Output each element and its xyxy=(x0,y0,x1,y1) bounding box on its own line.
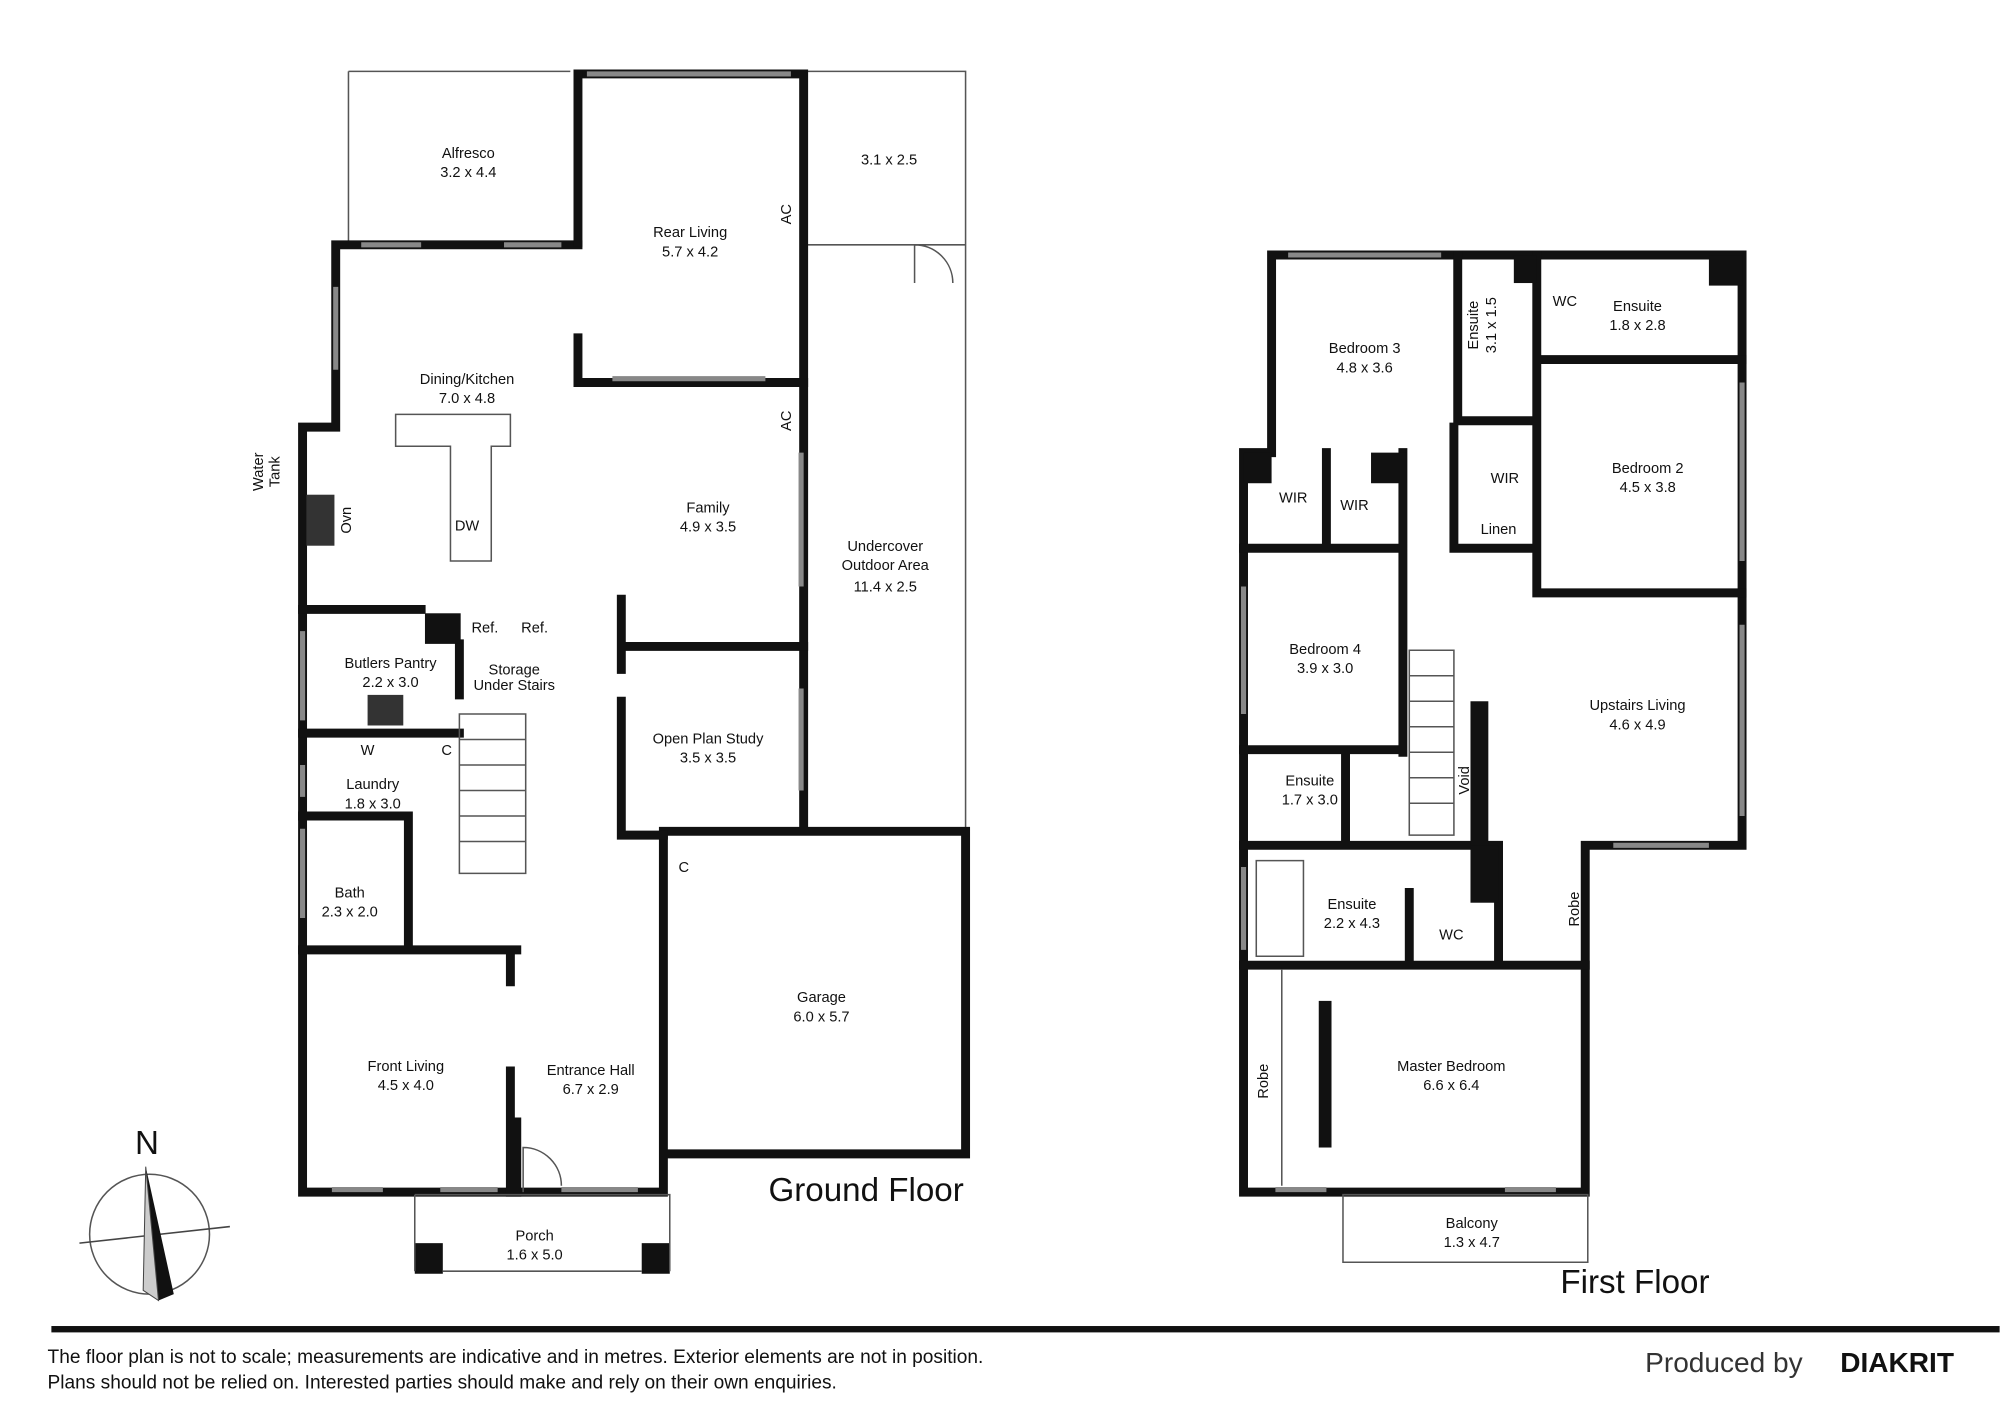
room-wc-name: WC xyxy=(1553,294,1578,310)
room-upstairs-living-name: Upstairs Living xyxy=(1589,698,1685,714)
ground-floor-title: Ground Floor xyxy=(768,1172,963,1209)
room-rear-living-dim: 5.7 x 4.2 xyxy=(662,244,718,260)
room-garage-dim: 6.0 x 5.7 xyxy=(793,1009,849,1025)
room-porch-name: Porch xyxy=(515,1229,553,1245)
room-entrance-hall-name: Entrance Hall xyxy=(547,1063,635,1079)
room-wir-name: WIR xyxy=(1340,498,1369,514)
room-ensuite-dim: 1.8 x 2.8 xyxy=(1609,318,1665,334)
room-dining-kitchen-name: Dining/Kitchen xyxy=(420,372,515,388)
first-floor-walls xyxy=(1239,250,1747,1264)
room-bedroom-2-name: Bedroom 2 xyxy=(1612,461,1684,477)
fixture-water-tank: Tank xyxy=(268,456,284,488)
room-laundry-name: Laundry xyxy=(346,777,400,793)
footer-rule xyxy=(51,1326,2000,1333)
fixture-ac: AC xyxy=(779,204,795,225)
fixture-ref: Ref. xyxy=(521,620,548,636)
room-ensuite-dim: 1.7 x 3.0 xyxy=(1282,793,1338,809)
room-bedroom-4-name: Bedroom 4 xyxy=(1289,642,1361,658)
room-balcony-name: Balcony xyxy=(1446,1216,1499,1232)
room-wc-name: WC xyxy=(1439,928,1464,944)
ground-floor-walls xyxy=(298,69,971,1274)
room-robe-name: Robe xyxy=(1567,892,1583,927)
north-compass: N xyxy=(79,1125,230,1302)
fixture-ovn: Ovn xyxy=(339,507,355,534)
fixture-c: C xyxy=(441,743,452,759)
room-open-plan-study-dim: 3.5 x 3.5 xyxy=(680,750,736,766)
brand-logo: DIAKRIT xyxy=(1840,1347,1954,1378)
room-alfresco-dim: 3.2 x 4.4 xyxy=(440,165,496,181)
room-master-bedroom-name: Master Bedroom xyxy=(1397,1059,1505,1075)
room-3-1-x-2-5-dim: 3.1 x 2.5 xyxy=(861,152,917,168)
room-bath-name: Bath xyxy=(335,886,365,902)
room-wir-name: WIR xyxy=(1279,490,1307,506)
room-butlers-pantry-dim: 2.2 x 3.0 xyxy=(362,675,418,691)
room-ensuite-name: Ensuite xyxy=(1285,773,1334,789)
compass-north-label: N xyxy=(135,1125,159,1162)
room-undercover-outdoor-area-name: Undercover xyxy=(847,539,923,555)
room-undercover-outdoor-area-name: Outdoor Area xyxy=(842,558,930,574)
room-butlers-pantry-name: Butlers Pantry xyxy=(345,656,438,672)
room-family-dim: 4.9 x 3.5 xyxy=(680,520,736,536)
room-family-name: Family xyxy=(686,501,730,517)
room-laundry-dim: 1.8 x 3.0 xyxy=(345,796,401,812)
room-wir-name: WIR xyxy=(1491,471,1520,487)
room-bath-dim: 2.3 x 2.0 xyxy=(322,905,378,921)
room-linen-name: Linen xyxy=(1481,522,1517,538)
disclaimer-line-2: Plans should not be relied on. Intereste… xyxy=(48,1372,837,1393)
room-bedroom-3-name: Bedroom 3 xyxy=(1329,341,1401,357)
fixture-ref: Ref. xyxy=(471,620,498,636)
room-bedroom-4-dim: 3.9 x 3.0 xyxy=(1297,661,1353,677)
disclaimer-line-1: The floor plan is not to scale; measurem… xyxy=(48,1347,984,1368)
room-upstairs-living-dim: 4.6 x 4.9 xyxy=(1609,717,1665,733)
fixture-ac: AC xyxy=(779,410,795,431)
room-void-name: Void xyxy=(1457,766,1473,795)
room-master-bedroom-dim: 6.6 x 6.4 xyxy=(1423,1078,1479,1094)
fixture-c: C xyxy=(678,860,689,876)
room-garage-name: Garage xyxy=(797,990,846,1006)
room-storage-under-stairs-name: Storage xyxy=(489,662,540,678)
produced-by-label: Produced by xyxy=(1645,1347,1802,1378)
room-porch-dim: 1.6 x 5.0 xyxy=(506,1248,562,1264)
room-ensuite-name: Ensuite xyxy=(1466,301,1482,350)
room-front-living-name: Front Living xyxy=(368,1059,445,1075)
first-floor-title: First Floor xyxy=(1560,1264,1709,1301)
room-undercover-outdoor-area-dim: 11.4 x 2.5 xyxy=(854,580,917,596)
room-rear-living-name: Rear Living xyxy=(653,225,727,241)
fixture-water-tank: Water xyxy=(251,452,267,491)
room-bedroom-2-dim: 4.5 x 3.8 xyxy=(1620,480,1676,496)
room-alfresco-name: Alfresco xyxy=(442,146,495,162)
room-open-plan-study-name: Open Plan Study xyxy=(653,731,764,747)
room-ensuite-dim: 2.2 x 4.3 xyxy=(1324,916,1380,932)
room-ensuite-name: Ensuite xyxy=(1327,897,1376,913)
room-ensuite-dim: 3.1 x 1.5 xyxy=(1484,297,1500,353)
fixture-dw: DW xyxy=(455,518,480,534)
room-balcony-dim: 1.3 x 4.7 xyxy=(1444,1235,1500,1251)
room-storage-under-stairs-name: Under Stairs xyxy=(473,678,554,694)
room-ensuite-name: Ensuite xyxy=(1613,299,1662,315)
room-entrance-hall-dim: 6.7 x 2.9 xyxy=(563,1082,619,1098)
room-dining-kitchen-dim: 7.0 x 4.8 xyxy=(439,391,495,407)
fixture-w: W xyxy=(361,743,375,759)
room-bedroom-3-dim: 4.8 x 3.6 xyxy=(1337,360,1393,376)
room-front-living-dim: 4.5 x 4.0 xyxy=(378,1078,434,1094)
room-robe-name: Robe xyxy=(1256,1064,1272,1099)
